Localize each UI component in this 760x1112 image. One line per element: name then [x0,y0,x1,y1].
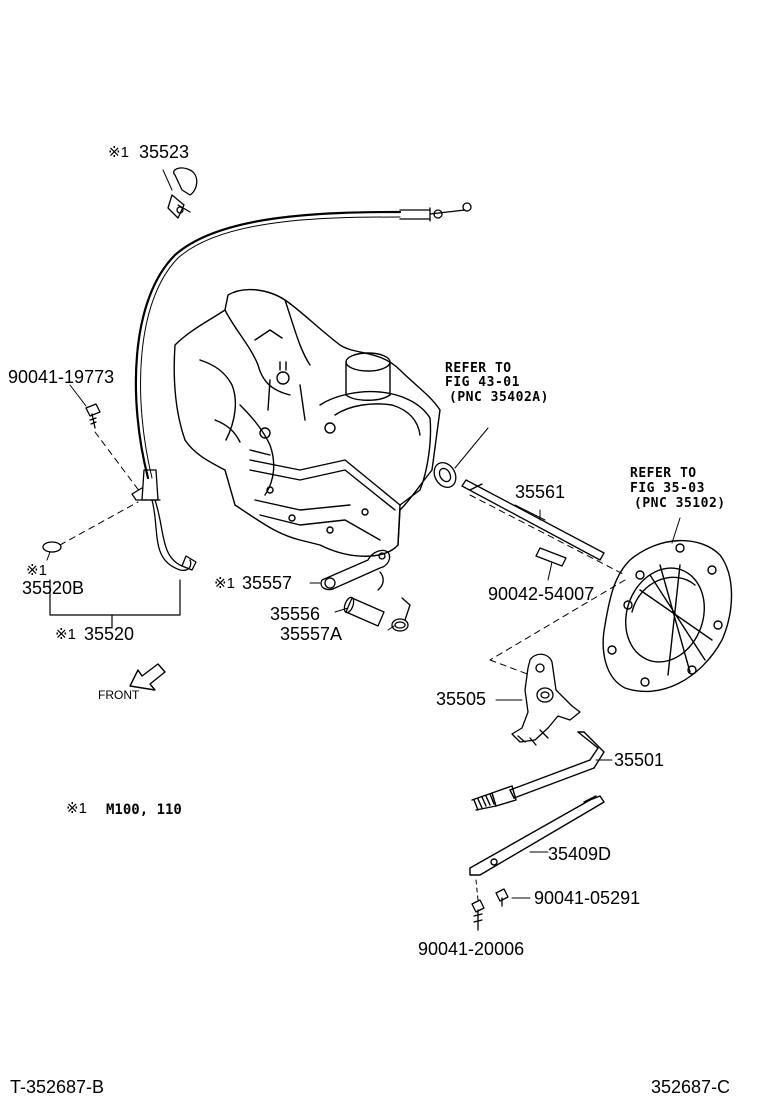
refer2-line1: REFER TO [630,466,697,481]
washer-35520b [42,541,62,553]
refer2-line3: (PNC 35102) [634,496,726,511]
cover-plate [602,517,733,693]
front-arrow-icon [129,663,166,691]
part-number-35557a: 35557A [280,624,343,644]
part-number-35501: 35501 [614,750,665,770]
bolt-90041-19773 [69,384,101,429]
mark-35523: ※1 [108,144,129,161]
front-label: FRONT [98,688,140,702]
mark-35557: ※1 [214,575,235,592]
shift-lever-35505 [495,653,581,746]
transaxle-case [173,288,441,557]
part-number-35520b: 35520B [22,578,85,598]
bolt-90041-05291 [495,888,531,907]
collar-35556 [334,596,385,627]
footer-right-code: 352687-C [651,1077,731,1097]
bracket-35409d [469,795,605,876]
part-number-90041-20006: 90041-20006 [418,939,525,959]
shaft-35561 [433,427,605,561]
refer2-line2: FIG 35-03 [630,481,705,496]
refer1-line1: REFER TO [445,361,512,376]
footnote-text: M100, 110 [106,802,182,818]
part-number-90041-19773: 90041-19773 [8,367,115,387]
part-number-35557: 35557 [242,573,293,593]
part-number-35505: 35505 [436,689,487,709]
refer1-line2: FIG 43-01 [445,375,520,390]
lever-35557 [309,549,391,591]
part-number-35561: 35561 [515,482,566,502]
part-number-90042-54007: 90042-54007 [488,584,595,604]
part-number-90041-05291: 90041-05291 [534,888,641,908]
footnote-mark: ※1 [66,800,87,817]
refer1-line3: (PNC 35402A) [449,390,549,405]
pin-90042-54007 [535,547,567,581]
shift-rod-35501 [471,731,613,811]
mark-35520: ※1 [55,626,76,643]
shift-cable [131,202,472,571]
part-number-35520: 35520 [84,624,135,644]
bolt-90041-20006 [471,879,485,931]
footer-left-code: T-352687-B [10,1077,105,1097]
clip-35523 [162,167,198,219]
part-number-35523: 35523 [139,142,190,162]
spring-35557a [387,597,411,632]
mark-35520b: ※1 [26,562,47,579]
part-number-35556: 35556 [270,604,321,624]
part-number-35409d: 35409D [548,844,612,864]
